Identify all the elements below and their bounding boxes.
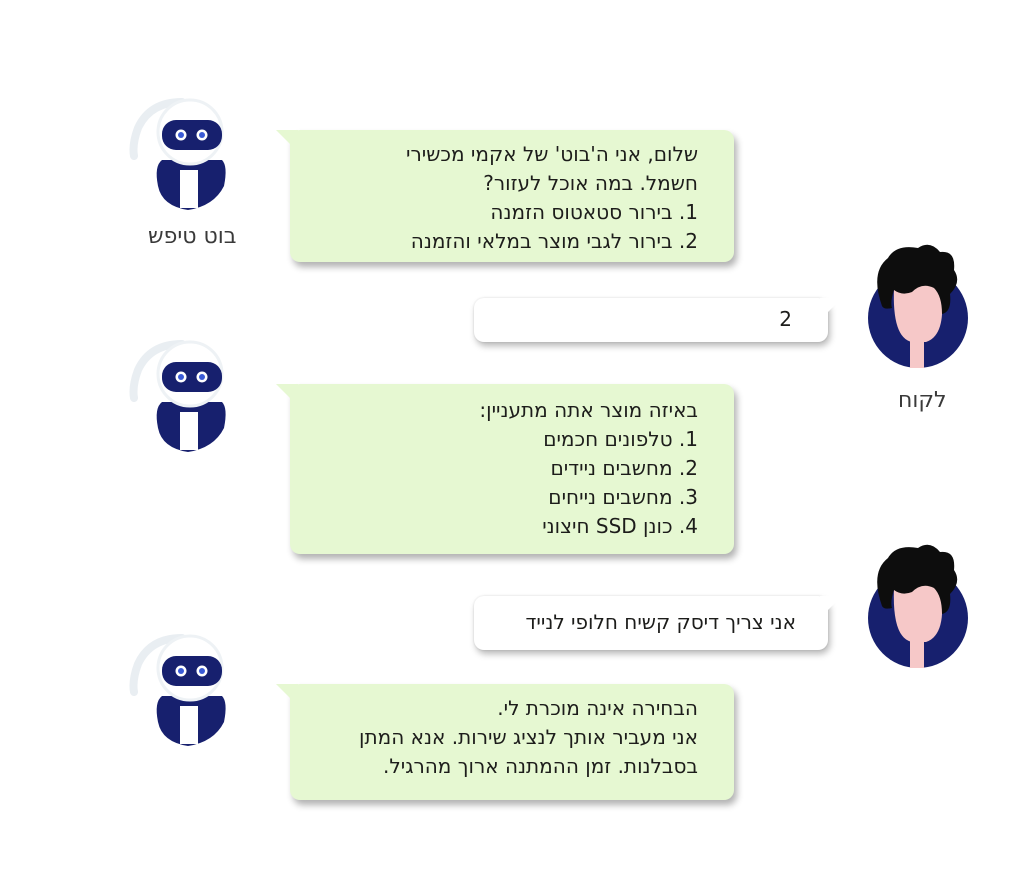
bubble-tail <box>276 130 298 152</box>
message-line: 2. בירור לגבי מוצר במלאי והזמנה <box>410 229 698 253</box>
robot-avatar-icon <box>129 634 226 746</box>
message-line: 1. בירור סטאטוס הזמנה <box>490 200 698 224</box>
message-line: 2 <box>779 307 792 331</box>
message-line: אני מעביר אותך לנציג שירות. אנא המתן <box>359 725 698 749</box>
chat-message-bot: הבחירה אינה מוכרת לי. אני מעביר אותך לנצ… <box>276 684 734 800</box>
user-name-label: לקוח <box>898 388 947 413</box>
robot-avatar-icon <box>129 98 226 210</box>
bubble-tail <box>820 596 842 618</box>
bubble-tail <box>820 298 842 320</box>
chat-message-user: אני צריך דיסק קשיח חלופי לנייד <box>474 596 842 650</box>
user-avatar-icon <box>868 544 968 668</box>
bubble-tail <box>276 384 298 406</box>
message-line: 2. מחשבים ניידים <box>550 456 698 480</box>
chat-message-bot: שלום, אני ה'בוט' של אקמי מכשירי חשמל. במ… <box>276 130 734 262</box>
message-line: הבחירה אינה מוכרת לי. <box>497 696 698 720</box>
message-line: חשמל. במה אוכל לעזור? <box>483 171 698 195</box>
message-line: אני צריך דיסק קשיח חלופי לנייד <box>525 610 796 634</box>
message-line: 1. טלפונים חכמים <box>543 427 698 451</box>
message-line: שלום, אני ה'בוט' של אקמי מכשירי <box>405 142 698 166</box>
message-line: 3. מחשבים נייחים <box>548 485 698 509</box>
chat-message-bot: באיזה מוצר אתה מתעניין: 1. טלפונים חכמים… <box>276 384 734 554</box>
chat-message-user: 2 <box>474 298 842 342</box>
message-line: באיזה מוצר אתה מתעניין: <box>479 398 698 422</box>
bot-name-label: בוט טיפש <box>148 224 237 249</box>
robot-avatar-icon <box>129 340 226 452</box>
user-avatar-icon <box>868 244 968 368</box>
message-line: 4. כונן SSD חיצוני <box>542 514 698 538</box>
message-line: בסבלנות. זמן ההמתנה ארוך מהרגיל. <box>383 754 698 778</box>
bubble-tail <box>276 684 298 706</box>
